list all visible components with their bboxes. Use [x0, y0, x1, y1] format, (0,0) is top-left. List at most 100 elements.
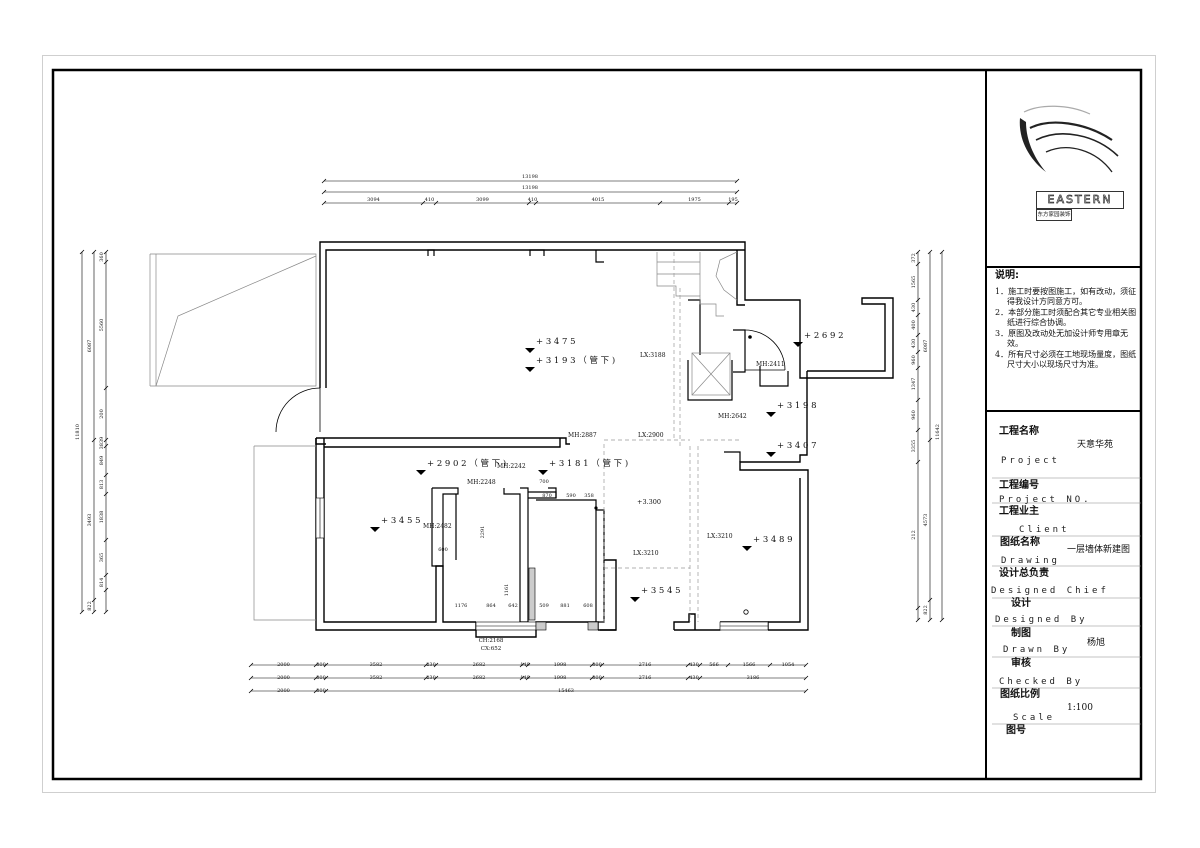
dim-bottom-row1: 566 — [709, 662, 719, 668]
dimension-tick — [915, 249, 921, 255]
dimension-tick — [103, 609, 109, 615]
terrace-outline — [149, 253, 317, 621]
note-item: 1．施工时要按图施工，如有改动，须征得我设计方同意方可。 — [995, 286, 1137, 307]
dimension-tick — [803, 688, 809, 694]
dim-left-inner: 813 — [99, 480, 105, 490]
designed-by-label: 设计 — [1011, 598, 1031, 609]
designed-by-en: Designed By — [995, 615, 1088, 625]
dim-left-inner: 200 — [99, 409, 105, 419]
dimension-tick — [915, 459, 921, 465]
dimension-tick — [915, 397, 921, 403]
dimension-tick — [734, 200, 740, 206]
dim-bottom-row2: 430 — [689, 675, 699, 681]
beam-label: MH:2642 — [718, 413, 747, 420]
dim-left-inner: 1838 — [99, 511, 105, 524]
dim-interior: 600 — [438, 547, 448, 553]
dim-right-outer: 822 — [923, 605, 929, 615]
dimension-tick — [519, 662, 525, 668]
dimension-tick — [533, 200, 539, 206]
top-dimensions — [321, 178, 740, 206]
dim-right-inner: 3355 — [911, 440, 917, 453]
dimension-tick — [248, 675, 254, 681]
title-block-grid — [992, 477, 1141, 725]
elevation-label: + 3 4 7 5 — [536, 337, 576, 347]
elevation-label: + 3 1 9 3 （ 管 下 ) — [536, 355, 615, 366]
drawing-value: 一层墙体新建图 — [1067, 545, 1131, 555]
dim-left-inner: 814 — [99, 578, 105, 588]
dim-bottom-row1: 230 — [426, 662, 436, 668]
dim-interior: 590 — [566, 493, 576, 499]
project-no-label: 工程编号 — [999, 480, 1039, 491]
dimension-tick — [420, 200, 426, 206]
dim-top-segment: 410 — [425, 197, 435, 203]
drawing-en: Drawing — [1001, 556, 1060, 566]
dimension-tick — [525, 675, 531, 681]
floor-level-mark: +3.300 — [637, 498, 661, 506]
windows — [315, 497, 769, 631]
logo-subtext: 东方家园装饰 — [1036, 209, 1072, 221]
dim-right-inner: 430 — [911, 339, 917, 349]
dim-right-outer: 4573 — [923, 514, 929, 527]
checked-by-en: Checked By — [999, 677, 1084, 687]
drawing-label: 图纸名称 — [1000, 537, 1040, 548]
dim-bottom-row1: 2000 — [277, 662, 290, 668]
dimension-tick — [91, 609, 97, 615]
elevation-label: + 3 1 8 1 （ 管 下 ) — [549, 458, 628, 469]
dim-right-inner: 1565 — [911, 276, 917, 289]
dimension-tick — [248, 662, 254, 668]
dimension-tick — [433, 662, 439, 668]
dimension-tick — [927, 617, 933, 623]
dimension-tick — [697, 662, 703, 668]
note-item: 2．本部分施工时须配合其它专业相关图纸进行综合协调。 — [995, 307, 1137, 328]
dimension-tick — [927, 437, 933, 443]
drawn-by-value: 杨旭 — [1087, 638, 1106, 648]
dim-right-inner: 212 — [911, 530, 917, 540]
designed-chief-label: 设计总负责 — [999, 568, 1049, 579]
dimension-tick — [726, 200, 732, 206]
beam-label: LX:3210 — [633, 550, 659, 557]
designed-chief-en: Designed Chief — [991, 586, 1109, 596]
dim-bottom-row2: 2000 — [277, 675, 290, 681]
dimension-tick — [323, 662, 329, 668]
dim-left-outer: 6087 — [87, 340, 93, 353]
dim-bottom-row1: 149 — [520, 662, 530, 668]
note-item: 3．原图及改动处无加设计师专用章无效。 — [995, 328, 1129, 349]
dimension-tick — [685, 675, 691, 681]
dim-bottom-row2: 2682 — [473, 675, 486, 681]
dim-bottom-row1: 430 — [689, 662, 699, 668]
window-label: CX:652 — [481, 646, 501, 652]
scale-en: Scale — [1013, 713, 1056, 723]
window-label: CH:2168 — [479, 638, 504, 644]
dimension-tick — [91, 597, 97, 603]
dimension-tick — [313, 675, 319, 681]
dimension-tick — [103, 259, 109, 265]
dimension-tick — [321, 200, 327, 206]
dim-interior: 1176 — [455, 603, 468, 609]
notes-title: 说明: — [995, 270, 1019, 281]
dimension-tick — [589, 675, 595, 681]
dim-bottom-row1: 2716 — [639, 662, 652, 668]
project-no-en: Project NO. — [999, 495, 1092, 505]
dim-interior: 608 — [583, 603, 593, 609]
dim-left-outer: 3493 — [87, 514, 93, 527]
dim-right-inner: 400 — [911, 320, 917, 330]
elevation-label: + 3 1 9 8 — [777, 401, 817, 411]
dimension-tick — [313, 688, 319, 694]
dim-top-segment: 1975 — [688, 197, 701, 203]
dimension-tick — [79, 609, 85, 615]
dimension-tick — [803, 662, 809, 668]
dimension-tick — [915, 261, 921, 267]
dim-left-overall: 11810 — [75, 424, 81, 440]
dim-top-segment: 3099 — [476, 197, 489, 203]
dim-top-overall: 13198 — [522, 185, 538, 191]
dim-top-segment: 410 — [528, 197, 538, 203]
dim-bottom-row1: 2682 — [473, 662, 486, 668]
dim-interior: 509 — [539, 603, 549, 609]
dim-bottom-row1: 300 — [316, 662, 326, 668]
dimension-tick — [91, 249, 97, 255]
dimension-tick — [525, 662, 531, 668]
dim-interior: 864 — [486, 603, 496, 609]
dim-bottom-row2: 149 — [520, 675, 530, 681]
dimension-tick — [734, 178, 740, 184]
dimension-tick — [103, 472, 109, 478]
